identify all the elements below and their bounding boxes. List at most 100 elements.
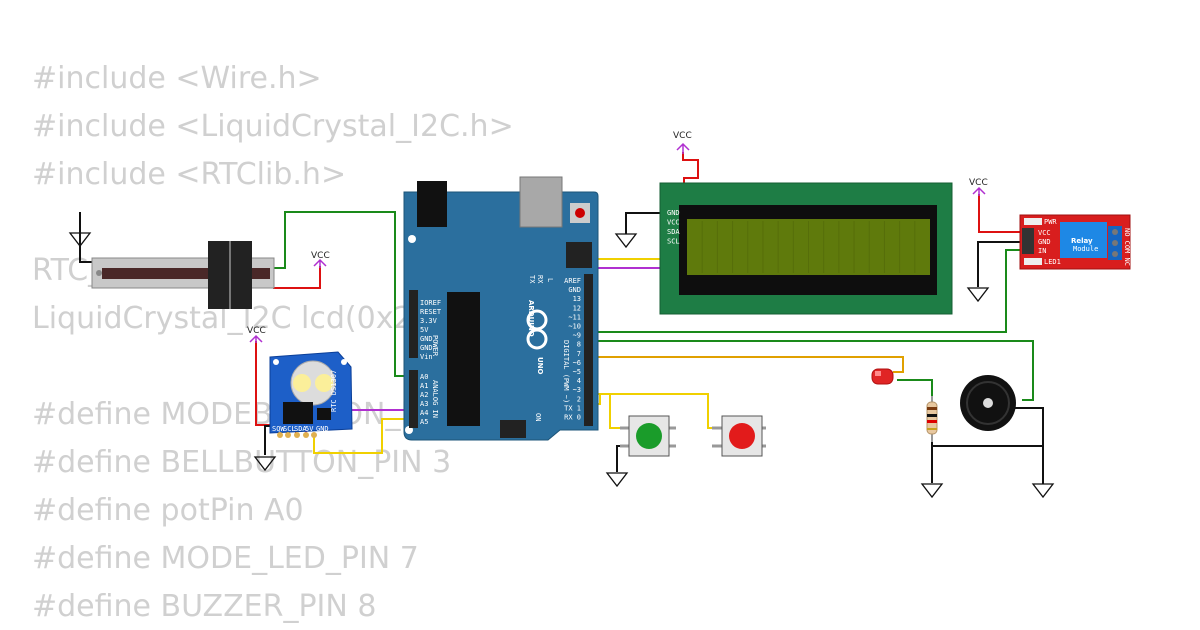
arduino-model: UNO bbox=[536, 357, 544, 375]
wire-relay-in[interactable] bbox=[590, 249, 1022, 333]
digital-pin-label: 7 bbox=[577, 350, 581, 358]
wire-btn-gnd[interactable] bbox=[616, 445, 630, 472]
analog-label: ANALOG IN bbox=[431, 380, 439, 418]
rtc-pin-label: SCL bbox=[283, 425, 296, 433]
analog-pin-label: A1 bbox=[420, 382, 428, 390]
power-pin-label: 5V bbox=[420, 326, 429, 334]
wire-rtc-scl[interactable] bbox=[313, 418, 410, 454]
ground-symbols bbox=[68, 212, 1055, 499]
code-line: #define MODE_LED_PIN 7 bbox=[32, 541, 419, 576]
red-led[interactable] bbox=[871, 368, 894, 385]
wire-relay-gnd[interactable] bbox=[977, 241, 1022, 287]
vcc-symbol-pot: VCC bbox=[311, 251, 330, 268]
power-pin-label: GND bbox=[420, 335, 433, 343]
vcc-symbol-lcd: VCC bbox=[673, 131, 692, 154]
relay-body bbox=[1060, 222, 1107, 258]
l-label: L bbox=[546, 278, 554, 282]
power-pin-label: RESET bbox=[420, 308, 442, 316]
on-label: ON bbox=[534, 413, 542, 421]
wire-led-resistor[interactable] bbox=[897, 379, 933, 398]
digital-pin-label: ~11 bbox=[568, 313, 581, 321]
digital-pin-label: ~10 bbox=[568, 323, 581, 331]
power-pin-label: GND bbox=[420, 344, 433, 352]
vcc-symbol-rtc: VCC bbox=[247, 326, 266, 343]
relay-terminals: NO COM NC bbox=[1123, 228, 1131, 266]
digital-pin-label: 2 bbox=[577, 395, 581, 403]
buzzer[interactable] bbox=[960, 375, 1016, 431]
power-label: POWER bbox=[431, 335, 439, 357]
rtc-pin-label: GND bbox=[316, 425, 329, 433]
wire-led-signal[interactable] bbox=[590, 356, 904, 373]
ground-symbol-relay bbox=[966, 287, 990, 303]
digital-pin-label: TX 1 bbox=[564, 404, 581, 412]
wire-pot-wiper[interactable] bbox=[273, 211, 410, 377]
digital-label: DIGITAL (PWM ~) bbox=[562, 340, 570, 403]
analog-pin-label: A4 bbox=[420, 409, 428, 417]
digital-pin-label: ~3 bbox=[573, 386, 581, 394]
relay-pin-label: IN bbox=[1038, 247, 1046, 255]
rtc-title: RTC DS1307 bbox=[330, 370, 338, 412]
ground-symbol-pot bbox=[68, 212, 92, 248]
relay-pin-label: VCC bbox=[1038, 229, 1051, 237]
relay-pin-label: GND bbox=[1038, 238, 1051, 246]
analog-pin-label: A3 bbox=[420, 400, 428, 408]
code-line: #include <Wire.h> bbox=[32, 61, 322, 96]
slide-potentiometer[interactable] bbox=[91, 241, 275, 309]
wire-lcd-gnd[interactable] bbox=[625, 212, 662, 234]
icsp-header bbox=[566, 242, 592, 268]
rx-label: RX bbox=[536, 275, 544, 284]
digital-pin-label: 13 bbox=[573, 295, 581, 303]
digital-pin-label: ~9 bbox=[573, 332, 581, 340]
relay-led-label: LED1 bbox=[1044, 258, 1061, 266]
wire-pot-gnd[interactable] bbox=[79, 212, 92, 263]
ground-symbol-resistor bbox=[920, 483, 944, 499]
green-pushbutton[interactable] bbox=[620, 415, 676, 457]
vcc-symbol-relay: VCC bbox=[969, 178, 988, 196]
ground-symbol-lcd bbox=[614, 233, 638, 249]
ground-symbol-buzzer bbox=[1031, 483, 1055, 499]
lcd-pin-label: SCL bbox=[667, 238, 680, 246]
power-pin-label: Vin bbox=[420, 353, 433, 361]
digital-pin-label: 4 bbox=[577, 377, 581, 385]
ground-symbol-rtc bbox=[253, 456, 277, 472]
dc-jack bbox=[417, 181, 447, 227]
resistor[interactable] bbox=[926, 396, 938, 442]
wire-relay-vcc[interactable] bbox=[978, 194, 1022, 233]
rtc-pin-label: 5V bbox=[305, 425, 314, 433]
digital-pin-label: RX 0 bbox=[564, 414, 581, 422]
usb-port bbox=[519, 176, 563, 228]
vcc-label: VCC bbox=[311, 251, 330, 261]
atmega-chip bbox=[447, 292, 480, 426]
digital-pin-label: ~6 bbox=[573, 359, 581, 367]
digital-pin-label: 8 bbox=[577, 341, 581, 349]
rtc-module[interactable]: RTC DS1307 bbox=[269, 351, 353, 438]
vcc-label: VCC bbox=[673, 131, 692, 141]
arduino-uno[interactable]: ARDUINO UNO DIGITAL (PWM ~) POWER ANALOG… bbox=[403, 176, 599, 441]
red-pushbutton[interactable] bbox=[712, 415, 766, 457]
lcd-cells bbox=[701, 221, 916, 273]
tx-label: TX bbox=[528, 275, 536, 284]
arduino-logo bbox=[526, 309, 548, 350]
wire-resistor-gnd[interactable] bbox=[931, 440, 1043, 447]
code-line: #define BELLBUTTON_PIN 3 bbox=[32, 445, 452, 480]
relay-pwr-label: PWR bbox=[1044, 218, 1057, 226]
ground-symbol-button bbox=[605, 472, 629, 488]
wire-buzzer-signal[interactable] bbox=[590, 340, 1034, 401]
vcc-label: VCC bbox=[969, 178, 988, 188]
wire-pot-vcc[interactable] bbox=[273, 266, 321, 289]
vcc-label: VCC bbox=[247, 326, 266, 336]
code-line: #include <RTClib.h> bbox=[32, 157, 347, 192]
rtc-pins bbox=[277, 432, 317, 438]
lcd-pin-label: VCC bbox=[667, 219, 680, 227]
rtc-pin-label: SQW bbox=[272, 425, 285, 433]
power-pin-label: IOREF bbox=[420, 299, 441, 307]
